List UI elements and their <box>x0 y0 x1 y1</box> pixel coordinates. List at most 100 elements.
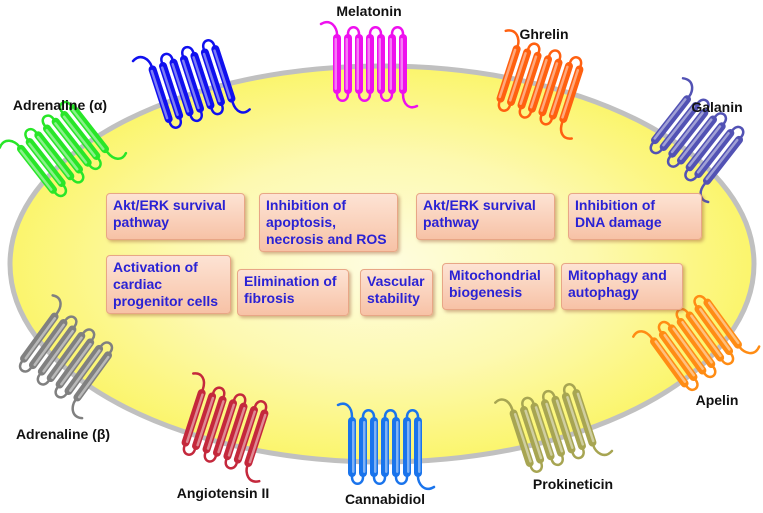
helix-highlight <box>688 125 722 167</box>
effect-box-line: Mitophagy and <box>568 267 667 283</box>
helix-highlight <box>662 104 696 147</box>
helix-highlight <box>352 421 355 473</box>
effect-box-line: pathway <box>423 214 480 230</box>
helix-highlight <box>672 327 704 371</box>
receptor-loops <box>632 294 761 392</box>
effect-box-vascular-stability: Vascular stability <box>360 269 433 316</box>
helix-highlight <box>576 392 595 443</box>
helix-highlight <box>498 48 517 99</box>
helix-highlight <box>181 59 200 110</box>
helix-highlight <box>196 396 215 447</box>
effect-box-line: biogenesis <box>449 284 523 300</box>
receptor-loops <box>336 402 436 491</box>
helix-highlight <box>367 38 370 90</box>
effect-box-dna-damage: Inhibition of DNA damage <box>568 193 702 240</box>
helix-highlight <box>705 138 739 181</box>
receptor-label-melatonin: Melatonin <box>336 3 402 19</box>
effect-box-line: Akt/ERK survival <box>113 197 226 213</box>
effect-box-progenitor-cells: Activation of cardiac progenitor cells <box>106 255 231 314</box>
helix-highlight <box>42 329 74 373</box>
helix-highlight <box>51 336 83 380</box>
helix-highlight <box>185 393 204 443</box>
effect-box-mitochondrial-biogenesis: Mitochondrial biogenesis <box>442 263 555 310</box>
helix-highlight <box>68 349 101 392</box>
helix-highlight <box>524 409 543 460</box>
receptor-loops <box>182 372 268 483</box>
helix-highlight <box>24 317 57 360</box>
helix-highlight <box>217 403 236 454</box>
helix-highlight <box>513 413 532 463</box>
receptor-loops <box>0 100 128 198</box>
helix-highlight <box>248 413 267 464</box>
helix-highlight <box>566 396 585 446</box>
helix-highlight <box>33 323 66 367</box>
effect-box-line: Vascular <box>367 273 425 289</box>
helix-highlight <box>555 399 574 450</box>
receptor-apelin <box>632 294 761 392</box>
helix-highlight <box>238 410 257 460</box>
helix-highlight <box>171 62 190 113</box>
receptor-loops <box>497 29 583 140</box>
effect-box-akt-erk-2: Akt/ERK survival pathway <box>416 193 555 240</box>
effect-box-fibrosis: Elimination of fibrosis <box>237 269 349 316</box>
helix-highlight <box>374 421 377 473</box>
helix-highlight <box>334 38 337 90</box>
effect-box-line: DNA damage <box>575 214 662 230</box>
effect-box-line: progenitor cells <box>113 293 219 309</box>
effect-box-apoptosis: Inhibition of apoptosis, necrosis and RO… <box>259 193 398 252</box>
receptor-label-cannabidiol: Cannabidiol <box>344 491 426 507</box>
helix-highlight <box>363 421 366 473</box>
helix-highlight <box>62 115 96 157</box>
effect-box-line: pathway <box>113 214 170 230</box>
helix-highlight <box>227 406 246 457</box>
receptor-label-adrenaline-alpha: Adrenaline (α) <box>12 97 108 113</box>
receptor-layer <box>0 20 761 491</box>
effect-box-line: fibrosis <box>244 290 295 306</box>
helix-highlight <box>707 301 740 345</box>
effect-box-line: Akt/ERK survival <box>423 197 536 213</box>
receptor-label-adrenaline-beta: Adrenaline (β) <box>15 426 111 442</box>
helix-highlight <box>28 142 62 185</box>
helix-highlight <box>60 342 92 386</box>
helix-highlight <box>561 69 580 119</box>
effect-box-line: cardiac <box>113 276 163 292</box>
effect-box-line: stability <box>367 290 420 306</box>
helix-highlight <box>654 340 687 383</box>
receptor-melatonin <box>319 20 419 109</box>
helix-highlight <box>696 132 730 174</box>
helix-highlight <box>407 421 410 473</box>
receptor-prokineticin <box>494 383 614 473</box>
receptor-loops <box>494 383 614 473</box>
helix-highlight <box>206 400 225 450</box>
effect-box-line: apoptosis, <box>266 214 337 230</box>
helix-highlight <box>690 314 722 358</box>
helix-highlight <box>534 406 553 456</box>
helix-highlight <box>396 421 399 473</box>
helix-highlight <box>19 149 53 191</box>
receptor-cannabidiol <box>336 402 436 491</box>
receptor-unlabeled <box>131 39 251 129</box>
helix-highlight <box>508 52 527 102</box>
receptor-label-apelin: Apelin <box>695 392 739 408</box>
effect-box-line: Mitochondrial <box>449 267 541 283</box>
receptor-galanin <box>649 77 745 204</box>
helix-highlight <box>550 65 569 116</box>
receptor-ghrelin <box>496 29 584 140</box>
receptor-adrenaline-alpha <box>0 100 128 198</box>
helix-highlight <box>418 421 421 473</box>
helix-highlight <box>385 421 388 473</box>
effect-box-akt-erk-1: Akt/ERK survival pathway <box>106 193 245 240</box>
helix-highlight <box>192 56 211 106</box>
helix-highlight <box>345 38 348 90</box>
receptor-label-ghrelin: Ghrelin <box>519 26 569 42</box>
effect-box-line: Inhibition of <box>266 197 347 213</box>
effect-box-line: Activation of <box>113 259 198 275</box>
helix-highlight <box>213 49 232 99</box>
helix-highlight <box>679 118 713 161</box>
receptor-label-prokineticin: Prokineticin <box>532 476 614 492</box>
helix-highlight <box>681 320 713 364</box>
helix-highlight <box>160 66 179 116</box>
effect-box-line: Inhibition of <box>575 197 656 213</box>
effect-box-line: necrosis and ROS <box>266 231 387 247</box>
